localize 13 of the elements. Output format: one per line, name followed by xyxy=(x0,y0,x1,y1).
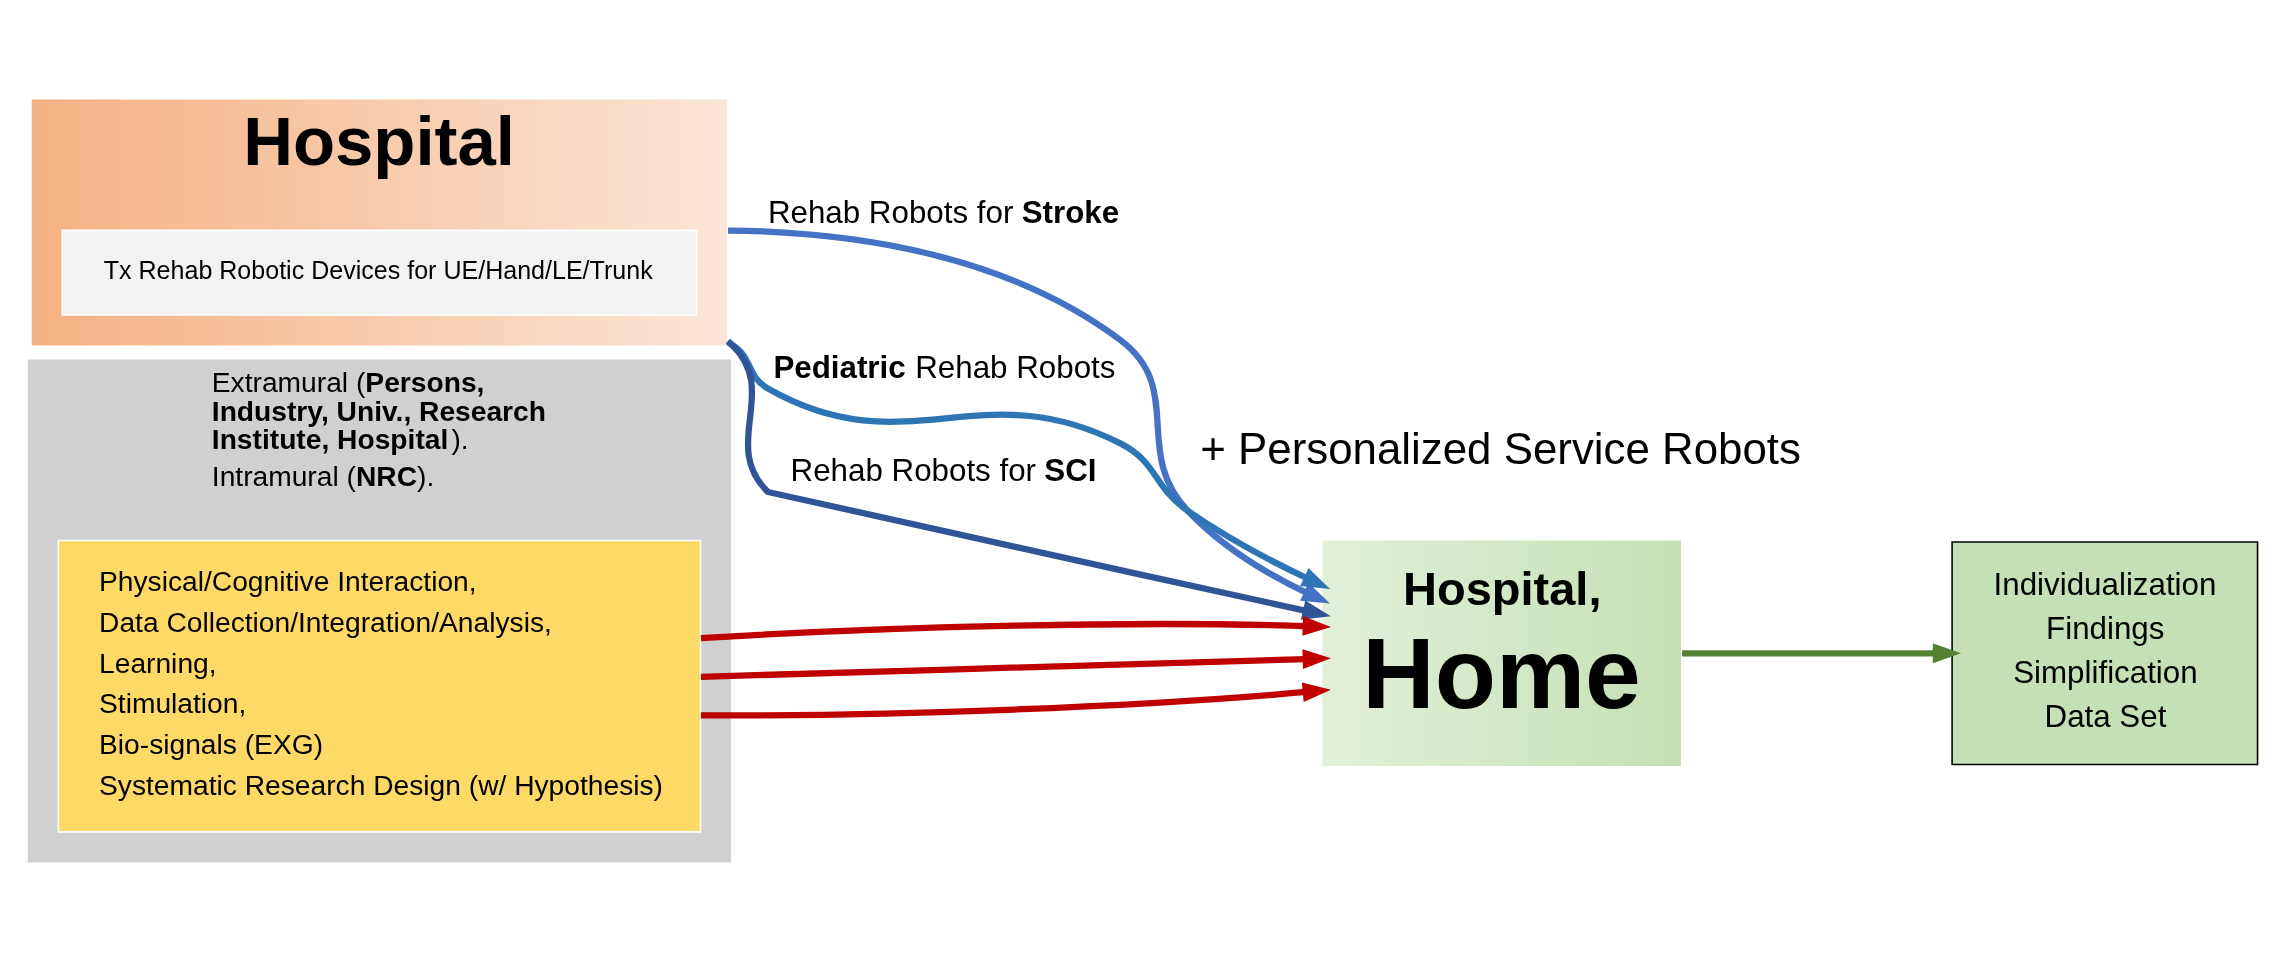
node-box: Hospital, Home xyxy=(1320,538,1683,768)
edge-label: Rehab Robots for SCI xyxy=(790,453,1097,488)
edge-label: Rehab Robots for Stroke xyxy=(767,194,1120,230)
node-box: Individualization Findings Simplification Data Set xyxy=(1951,541,2259,766)
label: + Personalized Service Robots xyxy=(1200,423,1801,473)
arrow xyxy=(700,616,1331,642)
arrow xyxy=(727,227,1330,604)
node-box: Tx Rehab Robotic Devices for UE/Hand/LE/Trunk xyxy=(61,229,698,316)
arrow xyxy=(700,682,1331,719)
node-box: Physical/Cognitive Interaction, Data Collection/Integration/Analysis, Learning, Stimulation, Bio-signals (EXG) Systematic Research Design (w/ Hypothesis) xyxy=(57,539,702,833)
arrow xyxy=(1682,643,1962,664)
edge-label: Pediatric Rehab Robots xyxy=(773,349,1116,385)
arrow xyxy=(700,649,1331,680)
